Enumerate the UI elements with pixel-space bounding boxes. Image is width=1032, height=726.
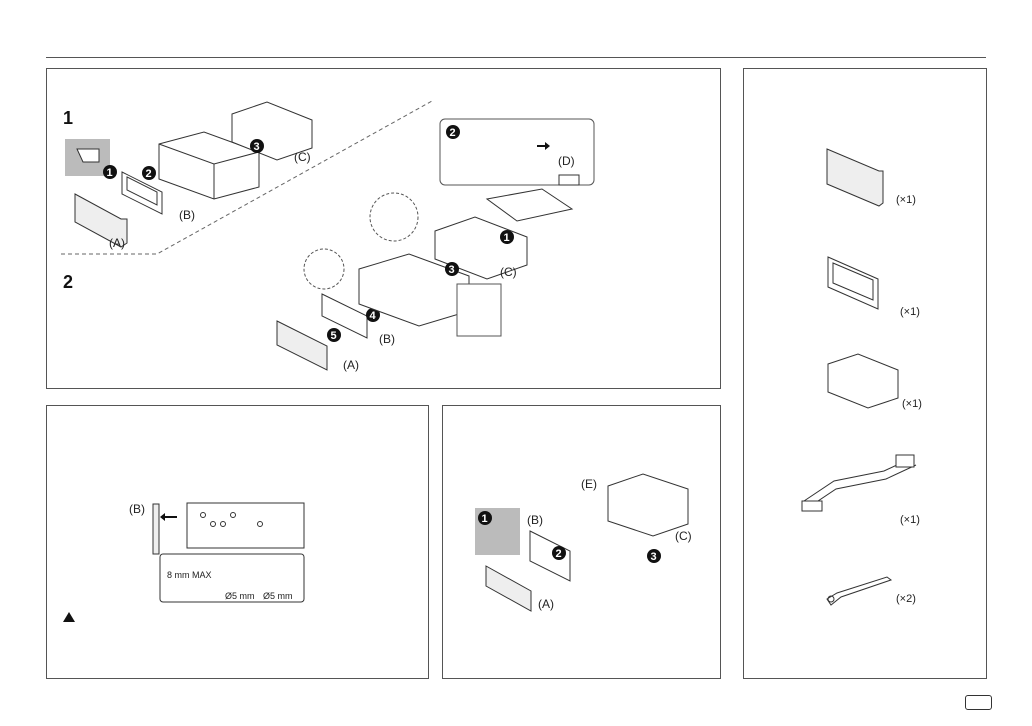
label-c-1: (C) [294, 150, 311, 164]
qty-harness: (×1) [900, 514, 920, 526]
faceplate-a-3 [486, 566, 531, 611]
part-extraction-key [827, 577, 891, 605]
removal-diagram: 1 (A) (B) 2 (E) (C) 3 [443, 406, 722, 680]
step-1-number: 1 [63, 108, 73, 128]
part-sleeve [828, 354, 898, 408]
step-circle-1-text: 1 [107, 167, 113, 179]
label-e: (E) [581, 477, 597, 491]
removal-panel: 1 (A) (B) 2 (E) (C) 3 [442, 405, 721, 679]
detail-magnifier [304, 249, 344, 289]
step-circle-2-text: 2 [146, 168, 152, 180]
faceplate-a-2 [277, 321, 327, 370]
part-faceplate [827, 149, 883, 206]
trim-plate-diagram: (B) 8 mm MAX Ø5 mm Ø5 mm [47, 406, 430, 680]
part-trim-plate [828, 257, 878, 309]
step-2-number: 2 [63, 272, 73, 292]
latch-magnifier [370, 193, 418, 241]
tab-bend-inset [457, 284, 501, 336]
screw-diameter-1: Ø5 mm [225, 591, 255, 601]
trim-plate-panel: (B) 8 mm MAX Ø5 mm Ø5 mm [46, 405, 429, 679]
label-a-2: (A) [343, 358, 359, 372]
trim-plate-b [122, 172, 162, 214]
label-c-2: (C) [500, 265, 517, 279]
qty-key: (×2) [896, 593, 916, 605]
inner-step-circle-1-text: 1 [504, 232, 510, 244]
removal-step-3-text: 3 [651, 551, 657, 563]
installation-diagram: 1 2 (A) 1 (B) 2 (C) 3 2 (D) (A) [47, 69, 722, 390]
mounting-sleeve-c-3 [608, 474, 688, 536]
screw-diameter-2: Ø5 mm [263, 591, 293, 601]
parts-list-panel: (×1) (×1) (×1) (×1) (×2) [743, 68, 987, 679]
step-circle-5-text: 5 [331, 330, 337, 342]
unit-side-view [187, 503, 304, 548]
parts-list-diagram: (×1) (×1) (×1) (×1) (×2) [744, 69, 988, 680]
label-d: (D) [558, 154, 575, 168]
header-rule [46, 57, 986, 58]
warning-icon [63, 612, 75, 622]
inset-step-text: 2 [450, 127, 456, 139]
label-b-bm: (B) [527, 513, 543, 527]
label-b-2: (B) [379, 332, 395, 346]
dashboard-opening [487, 189, 572, 221]
label-b-1: (B) [179, 208, 195, 222]
installation-panel: 1 2 (A) 1 (B) 2 (C) 3 2 (D) (A) [46, 68, 721, 389]
arrow-left-icon [160, 513, 177, 521]
label-b-bl: (B) [129, 502, 145, 516]
inner-step-circle-3-text: 3 [449, 264, 455, 276]
page-language-tab [965, 695, 992, 710]
qty-faceplate: (×1) [896, 194, 916, 206]
step-circle-3-text: 3 [254, 141, 260, 153]
dimension-max: 8 mm MAX [167, 570, 212, 580]
removal-step-1-text: 1 [482, 513, 488, 525]
qty-trim-plate: (×1) [900, 306, 920, 318]
label-c-bm: (C) [675, 529, 692, 543]
step-circle-4-text: 4 [370, 310, 377, 322]
removal-step-2-text: 2 [556, 548, 562, 560]
qty-sleeve: (×1) [902, 398, 922, 410]
label-a-1: (A) [109, 236, 125, 250]
label-a-bm: (A) [538, 597, 554, 611]
trim-plate-b-side [153, 504, 159, 554]
connector-d [559, 175, 579, 185]
